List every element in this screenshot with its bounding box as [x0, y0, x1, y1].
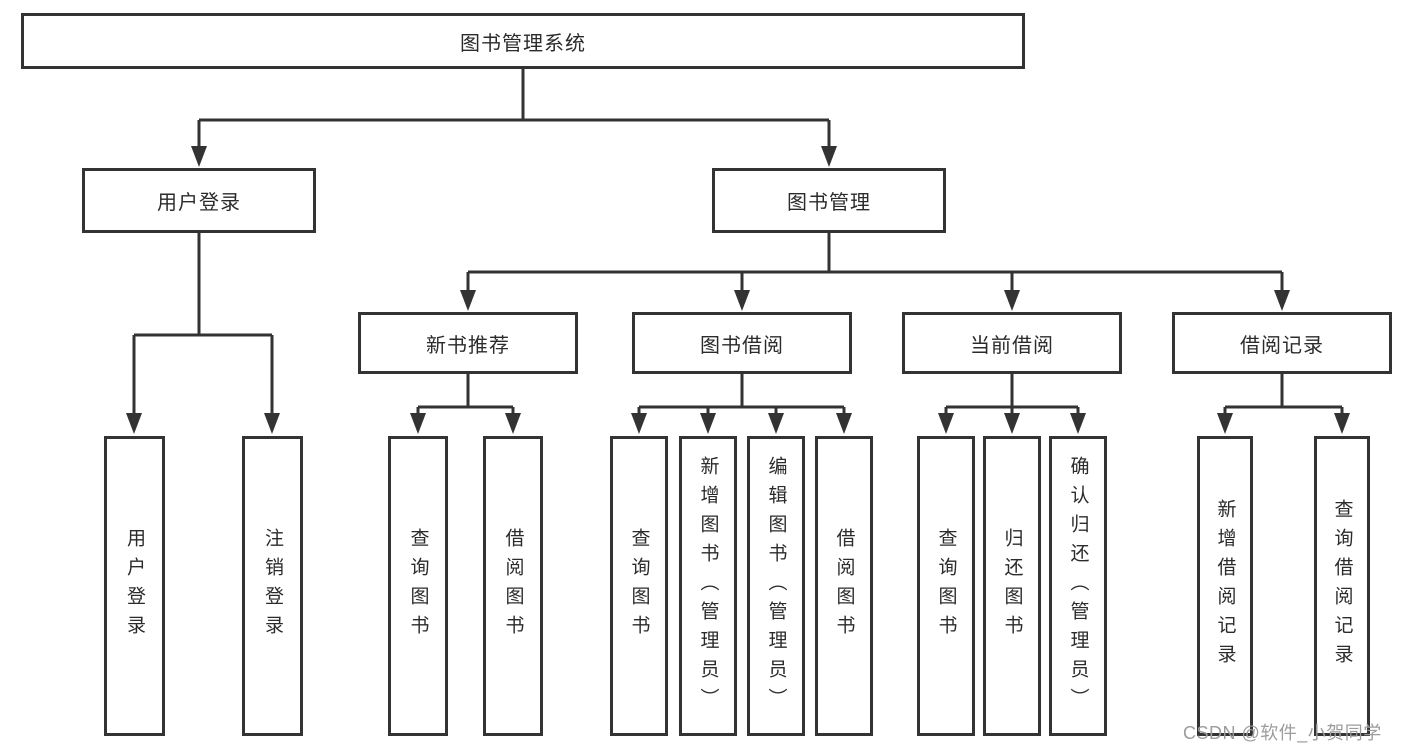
leaf-query-books-3: 查询图书	[917, 436, 975, 736]
leaf-edit-book-admin-label: 编辑图书（管理员）	[765, 455, 787, 717]
watermark-text: CSDN @软件_小贺同学	[1183, 723, 1382, 743]
arrowheads-level2	[191, 146, 837, 167]
connector-bookmgmt-to-level3	[466, 233, 1284, 292]
connector-current-to-leaves	[944, 374, 1080, 415]
node-borrowing-records: 借阅记录	[1172, 312, 1392, 374]
leaf-query-books-2-label: 查询图书	[628, 528, 650, 644]
node-current-borrowing-label: 当前借阅	[970, 334, 1054, 357]
node-new-book-recommend-label: 新书推荐	[426, 334, 510, 357]
leaf-logout-label: 注销登录	[262, 528, 283, 644]
arrowheads-records-leaves	[1217, 413, 1350, 434]
connector-userlogin-to-leaves	[132, 233, 274, 415]
node-current-borrowing: 当前借阅	[902, 312, 1122, 374]
leaf-borrow-books-2-label: 借阅图书	[833, 528, 855, 644]
leaf-query-books-3-label: 查询图书	[935, 528, 957, 644]
node-root: 图书管理系统	[21, 13, 1025, 69]
node-root-label: 图书管理系统	[460, 32, 586, 55]
node-borrowing-records-label: 借阅记录	[1240, 334, 1324, 357]
node-user-login-label: 用户登录	[157, 192, 241, 214]
leaf-confirm-return-admin-label: 确认归还（管理员）	[1067, 455, 1089, 717]
leaf-user-login: 用户登录	[104, 436, 165, 736]
leaf-query-books-1: 查询图书	[388, 436, 448, 736]
leaf-query-books-2: 查询图书	[610, 436, 668, 736]
leaf-add-book-admin: 新增图书（管理员）	[679, 436, 737, 736]
leaf-return-book-label: 归还图书	[1001, 528, 1023, 644]
connector-borrow-to-leaves	[637, 374, 846, 415]
leaf-logout: 注销登录	[242, 436, 303, 736]
leaf-query-books-1-label: 查询图书	[407, 528, 429, 644]
leaf-edit-book-admin: 编辑图书（管理员）	[747, 436, 805, 736]
leaf-user-login-label: 用户登录	[124, 528, 145, 644]
connector-newbook-to-leaves	[416, 374, 515, 415]
leaf-add-borrow-record: 新增借阅记录	[1197, 436, 1253, 736]
arrowheads-level3	[460, 290, 1290, 311]
node-user-login: 用户登录	[82, 168, 316, 233]
node-book-borrowing-label: 图书借阅	[700, 334, 784, 357]
node-book-management: 图书管理	[712, 168, 946, 233]
leaf-query-borrow-record-label: 查询借阅记录	[1331, 499, 1353, 673]
node-book-borrowing: 图书借阅	[632, 312, 852, 374]
leaf-query-borrow-record: 查询借阅记录	[1314, 436, 1370, 736]
node-new-book-recommend: 新书推荐	[358, 312, 578, 374]
connector-root-to-level2	[197, 69, 831, 148]
leaf-borrow-books-1-label: 借阅图书	[502, 528, 524, 644]
node-book-management-label: 图书管理	[787, 192, 871, 214]
leaf-confirm-return-admin: 确认归还（管理员）	[1049, 436, 1107, 736]
arrowheads-userlogin-leaves	[126, 413, 280, 434]
connector-records-to-leaves	[1223, 374, 1344, 415]
arrowheads-current-leaves	[938, 413, 1086, 434]
leaf-add-borrow-record-label: 新增借阅记录	[1214, 499, 1236, 673]
arrowheads-newbook-leaves	[410, 413, 521, 434]
leaf-borrow-books-1: 借阅图书	[483, 436, 543, 736]
arrowheads-borrow-leaves	[631, 413, 852, 434]
leaf-borrow-books-2: 借阅图书	[815, 436, 873, 736]
leaf-return-book: 归还图书	[983, 436, 1041, 736]
leaf-add-book-admin-label: 新增图书（管理员）	[697, 455, 719, 717]
